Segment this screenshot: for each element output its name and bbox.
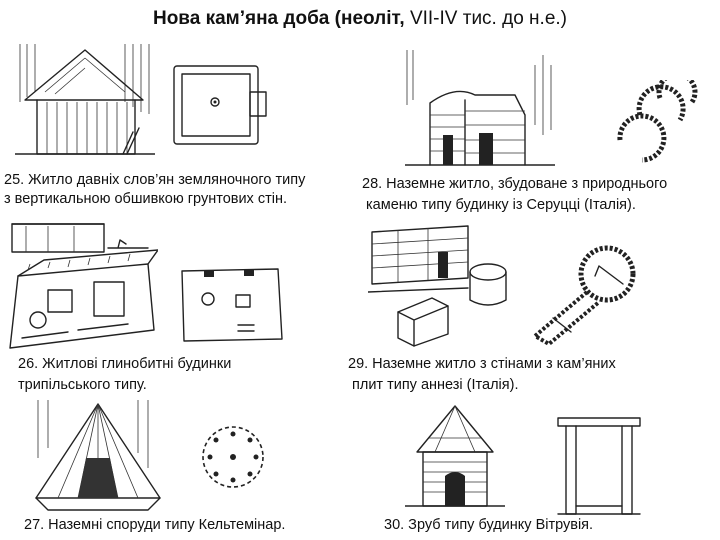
sketch-dugout-house <box>15 42 155 160</box>
title-bold-part: Нова кам’яна доба (неоліт, <box>152 8 405 29</box>
caption-25-line1: 25. Житло давніх слов’ян земляночного ти… <box>4 172 306 188</box>
sketch-kelteminar-structure <box>28 398 168 513</box>
sketch-stone-rings-plan <box>580 80 700 170</box>
sketch-stone-slab-house <box>368 222 518 347</box>
caption-28-line1: 28. Наземне житло, збудоване з природньо… <box>362 176 668 192</box>
sketch-stone-slab-plan <box>525 236 645 346</box>
caption-28-line2: каменю типу будинку із Серуцці (Італія). <box>366 197 636 213</box>
caption-25-line2: з вертикальною обшивкою грунтових стін. <box>4 191 287 207</box>
title-rest-part: VII-IV тис. до н.е.) <box>404 8 567 29</box>
caption-29-line2: плит типу аннезі (Італія). <box>352 377 519 393</box>
sketch-stone-house <box>405 45 555 170</box>
page-title: Нова кам’яна доба (неоліт, VII-IV тис. д… <box>0 8 720 30</box>
caption-26-line1: 26. Житлові глинобитні будинки <box>18 356 232 372</box>
caption-30: 30. Зруб типу будинку Вітрувія. <box>384 517 594 533</box>
sketch-log-cabin <box>405 402 505 512</box>
sketch-kelteminar-plan <box>198 422 268 492</box>
caption-26-line2: трипільського типу. <box>18 377 147 393</box>
caption-29-line1: 29. Наземне житло з стінами з кам’яних <box>348 356 616 372</box>
sketch-dugout-plan <box>170 62 270 150</box>
sketch-trypillia-plan <box>178 265 288 345</box>
sketch-trypillia-houses <box>8 220 158 350</box>
sketch-log-frame <box>548 410 648 520</box>
caption-27: 27. Наземні споруди типу Кельтемінар. <box>24 517 286 533</box>
